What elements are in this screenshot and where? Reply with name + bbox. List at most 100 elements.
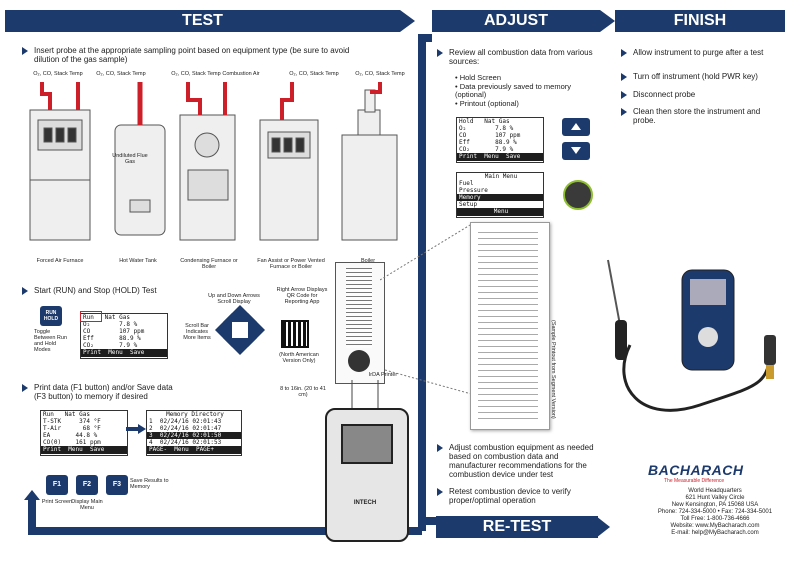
bullet-icon	[621, 91, 627, 99]
bullet-icon	[621, 108, 627, 116]
run-screen-row: CO₂ 7.9 %	[83, 342, 138, 349]
address-line[interactable]: E-mail: help@MyBacharach.com	[671, 530, 759, 536]
run-hold-key[interactable]: RUN HOLD	[40, 306, 62, 326]
finish-header: FINISH	[615, 10, 785, 32]
main-menu-screen: Main Menu Fuel Pressure Memory Setup Men…	[456, 172, 544, 218]
adjust-step-3-text: Retest combustion device to verify prope…	[449, 487, 571, 505]
analyzer-brand: INTECH	[353, 500, 377, 506]
distance-label: 8 to 16in. (20 to 41 cm)	[280, 386, 326, 398]
run-screen-2-row: EA 44.8 %	[43, 432, 98, 439]
up-down-label: Up and Down Arrows Scroll Display	[208, 293, 260, 305]
bullet-icon	[22, 384, 28, 392]
memory-directory-screen: Memory Directory 1 02/24/16 02:01:43 2 0…	[146, 410, 242, 456]
scroll-down-button[interactable]	[562, 142, 590, 160]
fan-assist-furnace-icon	[259, 119, 319, 241]
appliance-4-gas: Combustion Air	[222, 71, 260, 77]
bullet-icon	[22, 287, 28, 295]
bacharach-tagline: The Measurable Difference	[664, 478, 725, 484]
run-screen-2-row: T-STK 374 °F	[43, 418, 101, 425]
run-screen-row: CO 107 ppm	[83, 328, 145, 335]
finish-step-4-text: Clean then store the instrument and prob…	[633, 107, 761, 125]
test-step-3-text: Print data (F1 button) and/or Save data(…	[34, 383, 173, 401]
printer-lens-icon	[348, 350, 370, 372]
main-menu-softkeys: Menu	[457, 208, 543, 216]
hot-water-tank-icon	[114, 124, 166, 236]
hold-screen-softkeys: Print Menu Save	[457, 153, 543, 161]
appliance-5-gas: O₂, CO, Stack Temp	[289, 71, 339, 77]
north-american-label: (North American Version Only)	[279, 352, 319, 364]
adjust-header: ADJUST	[432, 10, 600, 32]
appliance-1-gas: O₂, CO, Stack Temp	[33, 71, 83, 77]
bullet-icon	[22, 47, 28, 55]
printer-paper	[346, 268, 372, 348]
nav-pad-icon[interactable]	[215, 305, 265, 355]
appliance-4-caption: Fan Assist or Power Vented Furnace or Bo…	[257, 258, 325, 270]
main-menu-item: Setup	[459, 201, 478, 208]
scroll-bar-label: Scroll Bar Indicates More Items	[183, 323, 211, 341]
bullet-icon	[437, 444, 443, 452]
bullet-icon	[621, 49, 627, 57]
appliance-5-caption: Boiler	[360, 258, 376, 264]
scroll-up-button[interactable]	[562, 118, 590, 136]
adjust-item: • Printout (optional)	[455, 98, 519, 108]
f1-label: Print Screen	[41, 499, 73, 505]
company-address: World Headquarters 621 Hunt Valley Circl…	[640, 488, 790, 537]
f2-button[interactable]: F2	[76, 475, 98, 495]
main-menu-item: Pressure	[459, 187, 488, 194]
memory-row: 2 02/24/16 02:01:47	[149, 425, 222, 432]
run-screen-2: Run Nat Gas T-STK 374 °F T-Air 68 °F EA …	[40, 410, 128, 456]
test-header: TEST	[5, 10, 400, 32]
printout-lines	[478, 232, 538, 420]
f3-label: Save Results to Memory	[130, 478, 169, 490]
run-highlight	[80, 311, 102, 322]
run-screen-2-softkeys: Print Menu Save	[41, 446, 127, 454]
test-step-2-text: Start (RUN) and Stop (HOLD) Test	[34, 286, 157, 295]
chevron-up-icon	[571, 123, 581, 130]
run-screen-row: O₂ 7.8 %	[83, 321, 138, 328]
memory-softkeys: PAGE- Menu PAGE+	[147, 446, 241, 454]
irda-icon	[563, 180, 593, 210]
memory-row: 1 02/24/16 02:01:43	[149, 418, 222, 425]
f2-label: Display Main Menu	[71, 499, 103, 511]
f1-button[interactable]: F1	[46, 475, 68, 495]
finish-step-1-text: Allow instrument to purge after a test	[633, 48, 764, 57]
address-line: Toll Free: 1-800-736-4666	[680, 516, 750, 522]
printer-label: IrDA Printer	[368, 372, 398, 378]
right-arrow-label: Right Arrow Displays QR Code for Reporti…	[276, 287, 328, 305]
run-screen-header: Run Nat Gas	[83, 314, 130, 321]
hold-screen-row: CO 107 ppm	[459, 132, 521, 139]
bullet-icon	[437, 488, 443, 496]
address-line: Phone: 724-334-5000 • Fax: 724-334-5001	[657, 509, 773, 515]
hold-screen: Hold Nat Gas O₂ 7.8 % CO 107 ppm Eff 88.…	[456, 117, 544, 163]
appliance-3-caption: Condensing Furnace or Boiler	[180, 258, 238, 270]
adjust-step-2-text: Adjust combustion equipment as needed ba…	[449, 443, 594, 479]
finish-step-2-text: Turn off instrument (hold PWR key)	[633, 72, 758, 81]
hold-screen-header: Hold Nat Gas	[459, 118, 510, 125]
address-line: World Headquarters	[688, 488, 742, 494]
adjust-item: • Data previously saved to memory (optio…	[455, 81, 572, 99]
retest-arrow	[596, 516, 610, 538]
appliance-3-gas: O₂, CO, Stack Temp	[171, 71, 221, 77]
finish-step-3-text: Disconnect probe	[633, 90, 696, 99]
test-step-1-text: Insert probe at the appropriate sampling…	[34, 46, 350, 64]
main-menu-item: Fuel	[459, 180, 474, 187]
hold-screen-row: O₂ 7.8 %	[459, 125, 514, 132]
f3-button[interactable]: F3	[106, 475, 128, 495]
run-screen-2-row: CO(0) 161 ppm	[43, 439, 101, 446]
adjust-item: • Hold Screen	[455, 73, 501, 82]
appliance-2-gas: O₂, CO, Stack Temp	[96, 71, 146, 77]
qr-code-icon	[281, 320, 309, 348]
run-screen-2-header: Run Nat Gas	[43, 411, 90, 418]
run-screen-softkeys: Print Menu Save	[81, 349, 167, 357]
bullet-icon	[621, 73, 627, 81]
analyzer-screen	[341, 424, 393, 464]
address-line[interactable]: Website: www.MyBacharach.com	[670, 523, 760, 529]
address-line: New Kensington, PA 15068 USA	[671, 502, 759, 508]
memory-row: 3 02/24/16 02:01:50	[147, 432, 241, 439]
hold-screen-row: Eff 88.9 %	[459, 139, 517, 146]
adjust-items: • Hold Screen • Data previously saved to…	[455, 73, 600, 108]
retest-header: RE-TEST	[436, 516, 598, 538]
analyzer-probe-illustration	[607, 259, 776, 412]
hold-screen-row: CO₂ 7.9 %	[459, 146, 514, 153]
appliance-drawings	[29, 82, 398, 241]
